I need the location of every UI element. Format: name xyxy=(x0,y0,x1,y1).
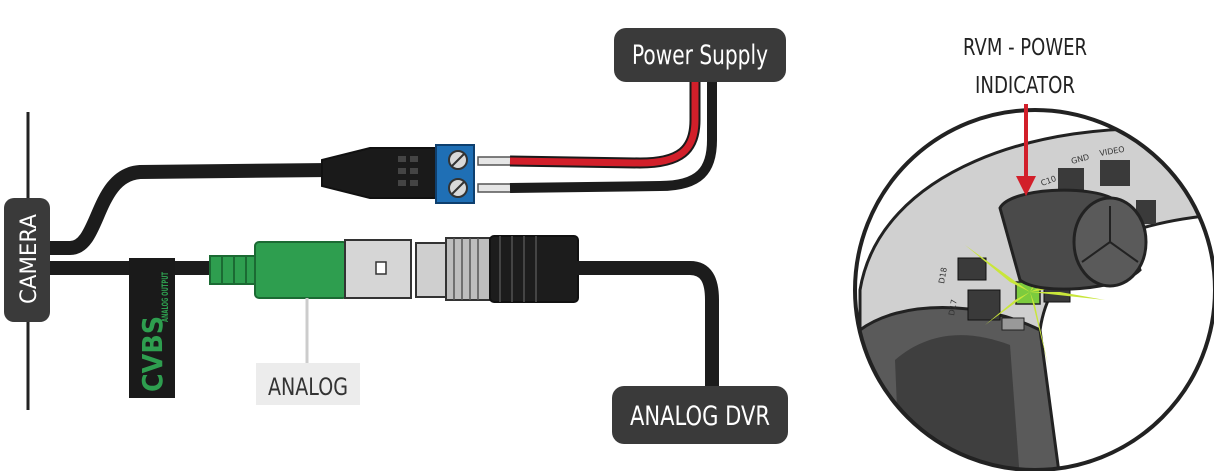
power-cable xyxy=(33,163,337,255)
terminal-block xyxy=(435,144,475,204)
wire-tip-red xyxy=(477,156,513,166)
rvm-title-line1: RVM - POWER xyxy=(963,35,1087,61)
power-supply-label: Power Supply xyxy=(614,28,786,82)
bnc-male-connector xyxy=(415,235,579,303)
rvm-title-line2: INDICATOR xyxy=(975,73,1075,99)
rvm-title: RVM - POWER INDICATOR xyxy=(950,20,1100,104)
dvr-cable xyxy=(575,261,719,392)
analog-dvr-text: ANALOG DVR xyxy=(630,401,770,432)
rvm-cylinder xyxy=(998,188,1148,291)
wire-tip-black xyxy=(477,183,513,193)
board-text-video: VIDEO xyxy=(1099,145,1126,158)
analog-label: ANALOG xyxy=(256,363,360,405)
d17-component xyxy=(967,289,1001,321)
d18-component xyxy=(957,257,987,281)
power-connector xyxy=(321,147,441,199)
board-text-d18: D18 xyxy=(937,267,949,285)
indicator-arrow xyxy=(1016,104,1036,196)
board-text-d17: D17 xyxy=(947,299,959,317)
bnc-female-connector xyxy=(209,239,412,299)
analog-dvr-label: ANALOG DVR xyxy=(612,386,788,444)
power-supply-text: Power Supply xyxy=(632,40,768,71)
analog-text: ANALOG xyxy=(268,373,348,401)
camera-text: CAMERA xyxy=(17,214,42,304)
cvbs-text: CVBS xyxy=(136,316,169,392)
cvbs-sub-text: ANALOG OUTPUT xyxy=(161,272,171,322)
rvm-detail-view: C10 VIDEO GND D18 D17 xyxy=(853,108,1214,471)
cvbs-tag: CVBS ANALOG OUTPUT xyxy=(129,258,175,398)
red-wire xyxy=(509,75,701,169)
c10-component xyxy=(1058,168,1084,190)
camera-label: CAMERA xyxy=(4,198,50,322)
black-wire xyxy=(509,75,717,193)
